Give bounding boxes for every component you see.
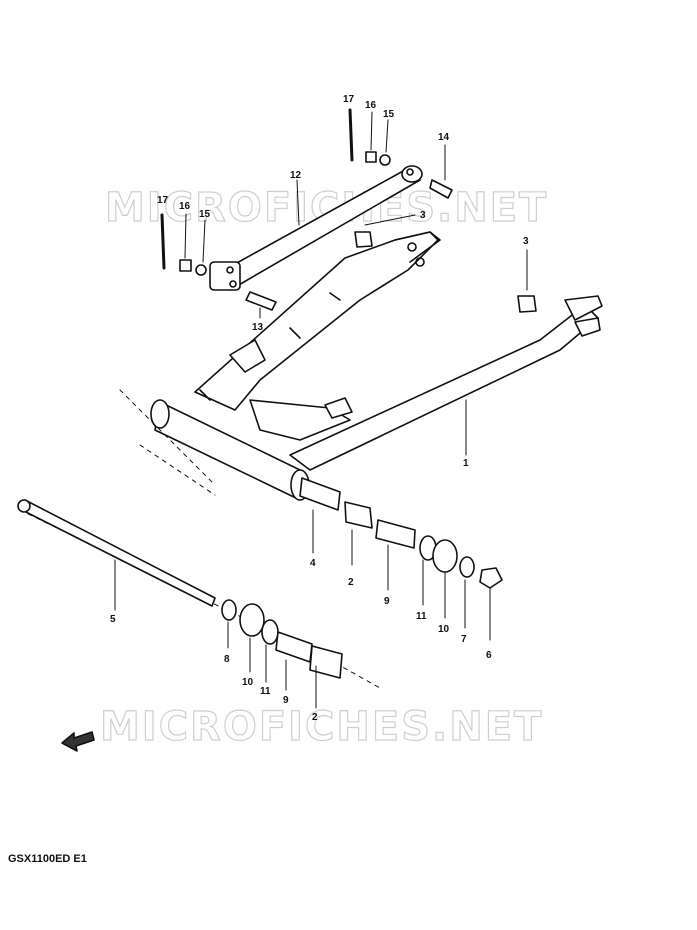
callout-11-left: 11 <box>260 686 271 697</box>
pivot-shaft <box>21 499 216 607</box>
callout-11-right: 11 <box>416 611 427 622</box>
sleeve-9-right <box>375 519 416 549</box>
washer-15-right <box>379 154 391 166</box>
washer-11-left <box>261 619 279 645</box>
callout-3-upper: 3 <box>420 210 426 221</box>
callout-14: 14 <box>438 132 450 143</box>
callout-2-right: 2 <box>348 577 354 588</box>
bolt-14 <box>429 179 453 199</box>
washer-10-left <box>239 603 265 637</box>
callout-10-right: 10 <box>438 624 450 635</box>
sleeve-9-left <box>275 631 313 663</box>
callout-3-right: 3 <box>523 236 529 247</box>
bearing-2-left <box>309 645 343 679</box>
callout-2-left: 2 <box>312 712 318 723</box>
washer-7 <box>459 556 475 578</box>
callout-4: 4 <box>310 558 316 569</box>
callout-10-left: 10 <box>242 677 254 688</box>
bearing-2-right <box>344 501 373 529</box>
bolt-17-left <box>160 213 166 270</box>
watermark-bottom: MICROFICHES.NET <box>100 704 543 750</box>
callout-16-left: 16 <box>179 201 191 212</box>
nut-16-right <box>365 151 377 163</box>
washer-10-right <box>432 539 458 573</box>
bushing-3-right <box>517 295 537 313</box>
callout-7: 7 <box>461 634 467 645</box>
callout-9-left: 9 <box>283 695 289 706</box>
spacer-4 <box>299 477 341 511</box>
torque-link <box>209 165 423 291</box>
callout-17-right: 17 <box>343 94 355 105</box>
callout-17-left: 17 <box>157 195 169 206</box>
washer-8 <box>221 599 237 621</box>
nut-6 <box>479 567 503 589</box>
callout-12: 12 <box>290 170 302 181</box>
callout-8: 8 <box>224 654 230 665</box>
callout-15-right: 15 <box>383 109 395 120</box>
washer-15-left <box>195 264 207 276</box>
model-code-label: GSX1100ED E1 <box>8 853 87 865</box>
callout-13: 13 <box>252 322 264 333</box>
callout-9-right: 9 <box>384 596 390 607</box>
front-arrow-icon <box>61 731 95 752</box>
bolt-13 <box>245 291 277 311</box>
bushing-3-upper <box>354 231 373 248</box>
callout-15-left: 15 <box>199 209 211 220</box>
callout-1: 1 <box>463 458 469 469</box>
swing-arm <box>150 231 603 501</box>
leader-lines <box>114 111 528 709</box>
callout-16-right: 16 <box>365 100 377 111</box>
bolt-17-right <box>348 108 354 162</box>
callout-6: 6 <box>486 650 492 661</box>
nut-16-left <box>179 259 192 272</box>
callout-5: 5 <box>110 614 116 625</box>
